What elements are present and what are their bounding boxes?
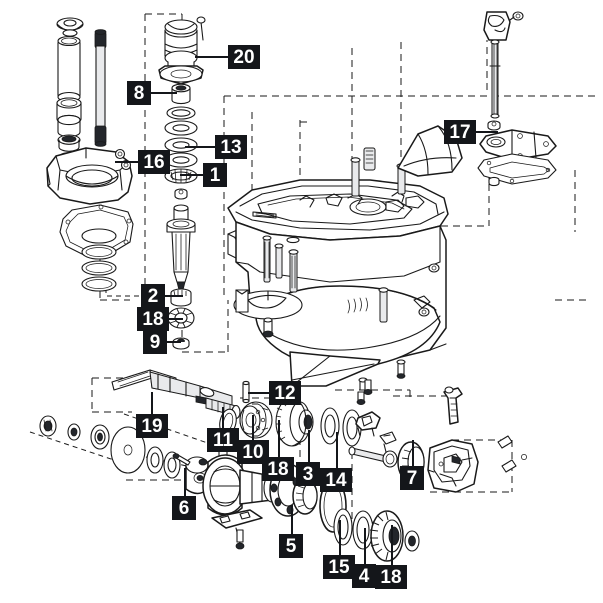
small-bearing-row — [39, 415, 110, 450]
driveshaft-column-group — [46, 17, 134, 292]
callout-leader-line — [167, 341, 181, 343]
callout-7-reverse-gear-bearing[interactable]: 7 — [400, 466, 424, 490]
forward-gear-part — [275, 397, 314, 447]
water-pump-base-housing-part — [46, 147, 133, 205]
shift-rod-cover-plate — [479, 129, 557, 161]
impeller-housing-assembly — [158, 16, 206, 85]
gearcase-water-intake-louvers — [347, 297, 368, 314]
callout-leader-line — [391, 525, 393, 565]
shift-rod-cover-gasket — [477, 153, 557, 185]
callout-9-pinion-gear-washer[interactable]: 9 — [143, 330, 167, 354]
callout-2-pinion-shaft-nut[interactable]: 2 — [141, 284, 165, 308]
callout-leader-line — [476, 131, 498, 133]
shift-rod-lower-nut — [488, 176, 500, 187]
callout-leader-line — [291, 505, 293, 534]
callout-leader-line — [165, 295, 183, 297]
callout-8-impeller-drive-key-collar[interactable]: 8 — [127, 81, 151, 105]
gearcase-top-fittings — [299, 191, 425, 216]
callout-4-reverse-gear[interactable]: 4 — [352, 564, 376, 588]
callout-leader-line — [180, 174, 203, 176]
shift-linkage-parts — [355, 411, 397, 453]
callout-12-shift-cam-pin[interactable]: 12 — [269, 381, 301, 405]
driveshaft-bearing-part — [164, 168, 198, 184]
pinion-washer — [172, 337, 190, 350]
callout-leader-line — [151, 392, 153, 414]
shift-rod-nut — [487, 120, 501, 131]
bushing-retaining-pin — [172, 453, 208, 466]
callout-leader-line — [364, 528, 366, 564]
carrier-small-washer — [404, 530, 420, 552]
bearing-carrier-bearing-part — [369, 510, 404, 562]
callout-11-thrust-washer[interactable]: 11 — [207, 428, 239, 452]
driveshaft-seal-stack — [56, 97, 82, 176]
pinion-driveshaft — [166, 204, 196, 291]
clutch-dog-part — [239, 401, 273, 439]
prop-shaft-seals — [146, 446, 181, 479]
callout-leader-line — [115, 161, 138, 163]
propeller-shaft-part — [111, 369, 241, 420]
callout-leader-line — [339, 520, 341, 555]
callout-19-propeller-shaft[interactable]: 19 — [136, 414, 168, 438]
callout-3-forward-gear[interactable]: 3 — [296, 462, 320, 486]
impeller-drive-collar — [171, 83, 191, 105]
callout-17-shift-rod-cover-plate-and-gasket[interactable]: 17 — [444, 120, 476, 144]
callout-13-seal-washer-set[interactable]: 13 — [215, 135, 247, 159]
bearing-race-part — [292, 477, 318, 515]
pinion-lock-nut-small — [174, 188, 188, 200]
gearcase-side-fasteners — [413, 263, 440, 317]
carrier-retaining-pins — [497, 435, 527, 473]
callout-18-bearing-carrier-bearing[interactable]: 18 — [375, 565, 407, 589]
callout-leader-line — [195, 56, 228, 58]
callout-leader-line — [336, 432, 338, 468]
callout-leader-line — [308, 430, 310, 462]
propeller-thrust-disc — [110, 426, 146, 474]
carrier-long-pin — [348, 446, 398, 468]
callout-leader-line — [222, 407, 224, 428]
callout-5-bearing-race[interactable]: 5 — [279, 534, 303, 558]
driveshaft — [94, 29, 107, 147]
callout-15-o-ring-seal[interactable]: 15 — [323, 555, 355, 579]
shift-shaft-hook — [443, 386, 463, 425]
seal-washer-stack — [164, 106, 198, 168]
water-tube — [57, 35, 81, 103]
callout-1-driveshaft-bearing[interactable]: 1 — [203, 163, 227, 187]
gearcase-housing-main — [227, 147, 449, 391]
shift-cam-pin-part — [242, 380, 250, 404]
shift-lever-block — [483, 11, 524, 41]
callout-leader-line — [248, 392, 269, 394]
trim-tab-anode — [233, 289, 303, 338]
bullet-lower-fasteners — [356, 379, 373, 405]
gearcase-lower-fasteners — [358, 359, 406, 391]
shift-rod — [489, 39, 501, 119]
callout-leader-line — [185, 146, 215, 148]
carrier-anode-plate — [211, 509, 263, 550]
callout-leader-line — [278, 420, 280, 457]
callout-leader-line — [412, 440, 414, 466]
callout-14-shim-washer-set[interactable]: 14 — [320, 468, 352, 492]
callout-16-water-pump-base-housing[interactable]: 16 — [138, 150, 170, 174]
callout-20-water-pump-impeller-housing-assembly[interactable]: 20 — [228, 45, 260, 69]
bearing-carrier-housing — [427, 439, 479, 493]
callout-6-propeller-shaft-bushing[interactable]: 6 — [172, 496, 196, 520]
shim-washer-set-part — [320, 407, 362, 447]
o-ring-stack — [81, 228, 117, 292]
callout-leader-line — [184, 468, 186, 496]
propeller-shaft-group — [39, 369, 362, 550]
callout-18-thrust-bearing[interactable]: 18 — [137, 307, 169, 331]
callout-leader-line — [252, 415, 254, 440]
callout-18-forward-gear-bearing[interactable]: 18 — [262, 457, 294, 481]
callout-leader-line — [151, 92, 177, 94]
callout-leader-line — [169, 318, 183, 320]
shift-rod-group — [397, 11, 557, 187]
pinion-nut — [170, 288, 192, 307]
water-pump-assembly-group — [158, 16, 206, 350]
driveshaft-cap-nut — [56, 17, 84, 37]
